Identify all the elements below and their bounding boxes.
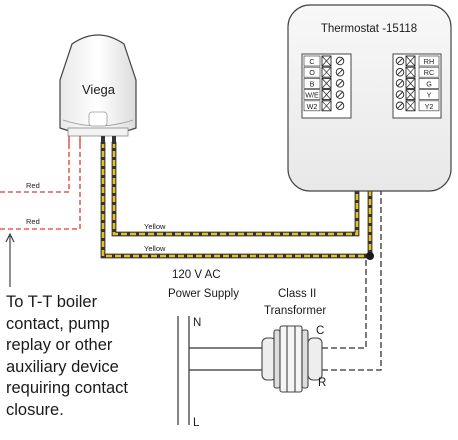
power-supply-bus: [177, 316, 268, 425]
red-wire-upper: [0, 140, 70, 193]
terminal-label: Y2: [425, 102, 434, 111]
caption-line: requiring contact: [6, 379, 128, 397]
thermostat-terminal-right: Y2: [395, 100, 440, 112]
transformer-line1: Class II: [278, 288, 316, 300]
red-wire-lower-label: Red: [26, 217, 40, 226]
thermostat-terminal-right: Y: [395, 89, 440, 101]
transformer-c-label: C: [316, 325, 324, 337]
wire-transformer-c: [322, 256, 367, 349]
actuator-label: Viega: [82, 82, 116, 97]
thermostat-body: [287, 4, 452, 192]
power-supply-line2: Power Supply: [168, 288, 239, 300]
caption-line: contact, pump: [6, 314, 110, 333]
red-wire-upper-label: Red: [26, 181, 40, 190]
thermostat-title: Thermostat -15118: [321, 23, 417, 35]
terminal-label: Y: [427, 91, 432, 100]
terminal-label: C: [309, 57, 314, 66]
terminal-label: RC: [424, 68, 434, 77]
transformer-line2: Transformer: [264, 305, 326, 317]
thermostat-terminal-left: W2: [303, 100, 345, 112]
yellow-wire-lower-label: Yellow: [144, 244, 166, 253]
terminal-label: W2: [307, 102, 318, 111]
power-l-label: L: [193, 417, 200, 429]
thermostat-terminal-left: O: [303, 66, 345, 78]
transformer-body: [261, 325, 323, 393]
wire-junction-dot: [366, 252, 374, 260]
terminal-label: B: [310, 79, 315, 88]
thermostat-terminal-left: B: [303, 77, 345, 89]
viega-actuator: [59, 34, 137, 144]
thermostat-terminal-left: C: [303, 55, 345, 67]
thermostat-terminal-right: G: [395, 77, 440, 89]
left-terminals: COB W/E W2: [303, 55, 345, 112]
yellow-wire-upper-label: Yellow: [144, 222, 166, 231]
red-wire-lower: [0, 140, 81, 230]
caption-line: replay or other: [6, 336, 113, 354]
right-terminals: RH RC GY Y2: [395, 55, 440, 112]
terminal-label: RH: [424, 57, 434, 66]
caption-arrow: [5, 232, 15, 287]
thermostat-terminal-left: W/E: [303, 89, 345, 101]
terminal-label: G: [426, 79, 432, 88]
terminal-label: W/E: [305, 91, 319, 100]
caption-line: closure.: [6, 400, 64, 419]
terminal-label: O: [309, 68, 315, 77]
power-n-label: N: [193, 317, 201, 329]
transformer-r-label: R: [318, 377, 326, 389]
thermostat-terminal-right: RH: [395, 55, 440, 67]
caption-line: To T-T boiler: [6, 293, 98, 311]
thermostat-terminal-right: RC: [395, 66, 440, 78]
caption-text: To T-T boiler contact, pump replay or ot…: [6, 292, 166, 421]
caption-line: auxiliary device: [6, 357, 119, 376]
power-supply-line1: 120 V AC: [172, 269, 221, 281]
